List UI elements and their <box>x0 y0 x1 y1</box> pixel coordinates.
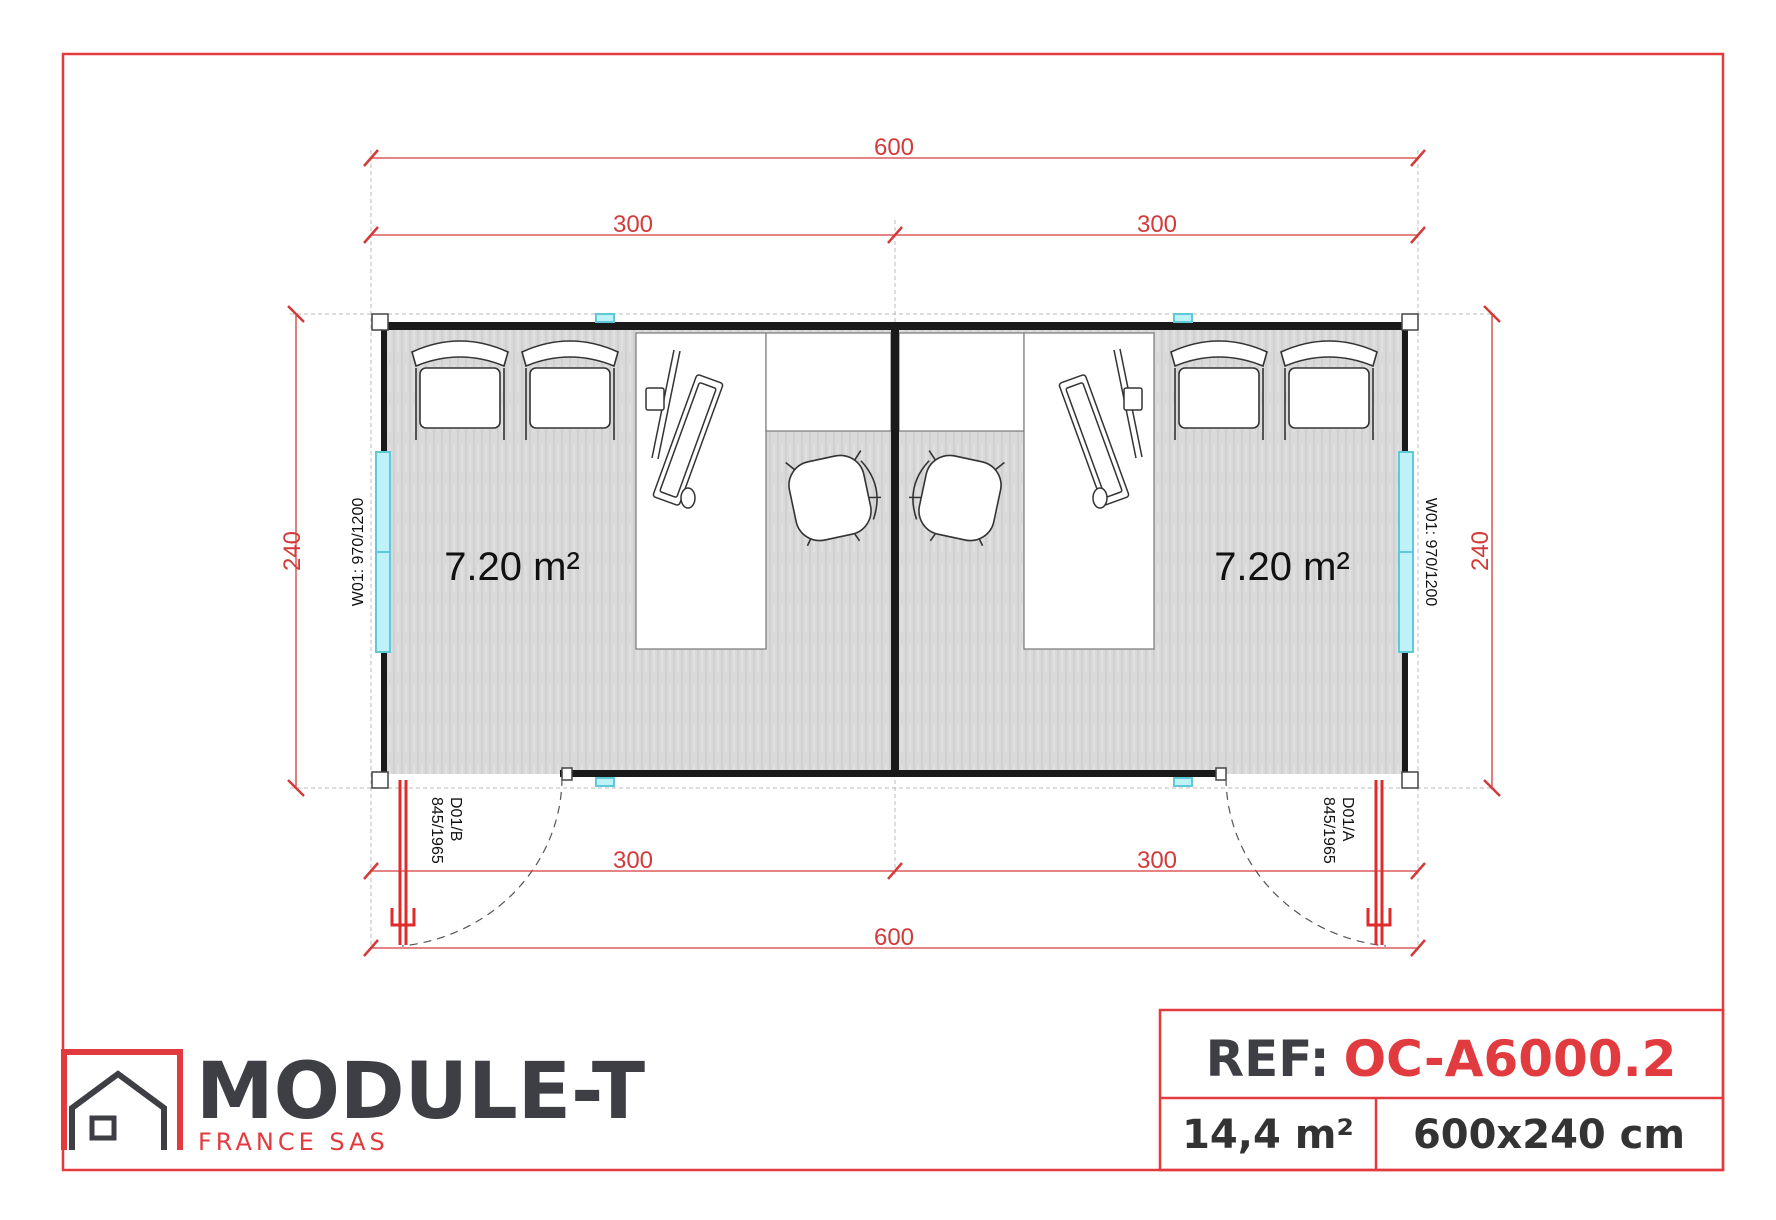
dim-bottom-right: 300 <box>1137 847 1177 874</box>
door-swing-left <box>401 777 563 947</box>
dim-top-left: 300 <box>613 211 653 238</box>
chair-visitor-3 <box>1170 340 1268 440</box>
windows <box>375 313 1414 787</box>
dimension-ticks <box>287 149 1501 957</box>
dim-top-right: 300 <box>1137 211 1177 238</box>
room-area-right: 7.20 m² <box>1214 545 1350 589</box>
wall-partition <box>891 322 899 774</box>
mouse-right <box>1092 487 1108 509</box>
chair-visitor-4 <box>1280 340 1378 440</box>
office-chairs <box>785 450 1005 547</box>
dim-left-height: 240 <box>279 531 306 571</box>
company-logo: MODULE-T FRANCE SAS <box>61 1047 645 1156</box>
dim-top-total: 600 <box>874 134 914 161</box>
vent-bottom-left <box>595 777 615 787</box>
window-left-lower <box>375 551 391 653</box>
desk-right <box>1023 332 1155 650</box>
door-code-right: D01/A <box>1339 797 1356 842</box>
vent-bottom-right <box>1173 777 1193 787</box>
door-swing-right <box>1225 777 1387 947</box>
window-label-left: W01: 970/1200 <box>350 498 367 607</box>
door-leaf-left <box>390 780 416 945</box>
logo-name: MODULE-T <box>196 1047 645 1137</box>
logo-subtitle: FRANCE SAS <box>198 1128 389 1156</box>
module-size: 600x240 cm <box>1413 1112 1685 1158</box>
chair-visitor-2 <box>521 340 619 440</box>
furniture <box>635 332 1155 650</box>
dim-right-height: 240 <box>1467 531 1494 571</box>
ref-label: REF: <box>1206 1030 1330 1088</box>
mouse-left <box>680 487 696 509</box>
dim-bottom-left: 300 <box>613 847 653 874</box>
keyboard-left <box>652 374 724 506</box>
window-right-lower <box>1398 551 1414 653</box>
door-size-left: 845/1965 <box>428 797 445 864</box>
drawing-frame <box>61 52 1725 1172</box>
monitor-left <box>645 349 681 460</box>
window-label-right: W01: 970/1200 <box>1422 498 1439 607</box>
ref-value: OC-A6000.2 <box>1344 1030 1677 1088</box>
dim-bottom-total: 600 <box>874 924 914 951</box>
vent-top-left <box>595 313 615 323</box>
window-left-upper <box>375 451 391 553</box>
visitor-chairs <box>411 340 1378 440</box>
logo-house-icon <box>61 1049 183 1150</box>
office-chair-right <box>909 450 1005 547</box>
chair-visitor-1 <box>411 340 509 440</box>
corner-posts <box>371 313 1419 789</box>
total-area: 14,4 m² <box>1182 1112 1354 1158</box>
wall-bottom <box>560 770 1226 777</box>
ref-line: REF:OC-A6000.2 <box>1206 1030 1677 1088</box>
monitor-right <box>1113 348 1143 459</box>
room-area-left: 7.20 m² <box>444 545 580 589</box>
doors <box>390 777 1392 947</box>
cabinet-left <box>765 332 892 432</box>
office-chair-left <box>785 450 881 547</box>
door-leaf-right <box>1366 780 1392 945</box>
window-right-upper <box>1398 451 1414 553</box>
door-size-right: 845/1965 <box>1320 797 1337 864</box>
computer-equipment <box>645 348 1143 509</box>
cabinet-right <box>898 332 1025 432</box>
title-block <box>1158 1008 1725 1172</box>
vent-top-right <box>1173 313 1193 323</box>
keyboard-right <box>1058 374 1130 506</box>
door-code-left: D01/B <box>447 797 464 841</box>
